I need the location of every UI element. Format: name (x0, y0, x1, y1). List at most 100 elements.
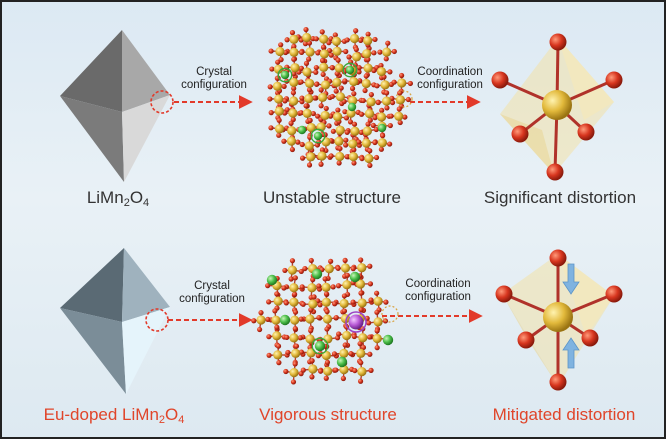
manganese-atom (286, 136, 297, 146)
oxygen-atom (268, 125, 274, 131)
oxygen-atom (300, 301, 306, 307)
manganese-atom (323, 366, 333, 376)
oxygen-atom (298, 110, 304, 116)
oxygen-atom (315, 50, 321, 56)
manganese-atom (349, 33, 360, 44)
oxygen-atom (314, 81, 320, 87)
manganese-atom (366, 97, 376, 107)
lithium-atom (382, 334, 394, 346)
manganese-atom (333, 112, 343, 122)
oxygen-atom (368, 91, 374, 98)
oxygen-atom (341, 308, 348, 314)
material-caption: LiMn2O4 (86, 188, 150, 209)
manganese-atom (289, 333, 299, 343)
oxygen-atom (306, 87, 313, 93)
manganese-atom (273, 64, 284, 74)
oxygen-atom (399, 72, 405, 79)
oxygen-atom (289, 30, 296, 36)
oxygen-atom (368, 297, 374, 303)
manganese-atom (543, 302, 573, 332)
manganese-atom (340, 263, 351, 273)
manganese-atom (289, 47, 299, 58)
oxygen-atom (365, 121, 371, 127)
oxygen-atom (346, 54, 352, 60)
manganese-atom (376, 112, 387, 122)
manganese-atom (302, 67, 312, 77)
oxygen-atom (335, 57, 341, 63)
oxygen-atom (336, 160, 342, 166)
oxygen-atom (341, 293, 348, 299)
oxygen-atom (389, 99, 396, 106)
manganese-atom (290, 63, 300, 73)
oxygen-atom (353, 46, 359, 52)
manganese-atom (287, 126, 297, 136)
oxygen-atom (290, 379, 297, 385)
structure-caption: Unstable structure (263, 188, 401, 207)
oxygen-atom (333, 88, 339, 94)
manganese-atom (317, 151, 327, 161)
oxygen-atom (313, 69, 319, 75)
oxygen-atom (283, 300, 289, 306)
oxygen-atom (330, 128, 336, 134)
oxygen-atom (333, 315, 339, 321)
oxygen-atom (308, 257, 314, 264)
oxygen-atom (491, 71, 509, 89)
oxygen-atom (276, 132, 282, 138)
manganese-atom (373, 296, 383, 306)
lithium-atom (313, 131, 323, 141)
manganese-atom (352, 52, 362, 62)
highlight-circle (150, 90, 174, 114)
oxygen-atom (329, 93, 335, 100)
manganese-atom (355, 279, 366, 289)
octahedron-plain (60, 30, 174, 182)
manganese-atom (305, 47, 315, 57)
manganese-atom (362, 126, 372, 136)
oxygen-atom (378, 62, 384, 69)
oxygen-atom (315, 353, 321, 359)
oxygen-atom (258, 310, 264, 316)
oxygen-atom (387, 122, 393, 129)
manganese-atom (287, 265, 297, 275)
oxygen-atom (299, 141, 305, 148)
oxygen-atom (356, 69, 362, 75)
oxygen-atom (344, 129, 350, 135)
oxygen-atom (374, 309, 380, 315)
oxygen-atom (348, 351, 354, 357)
oxygen-atom (358, 129, 364, 136)
oxygen-atom (367, 281, 374, 287)
oxygen-atom (353, 28, 359, 34)
crystal-config-label: Crystal configuration (181, 66, 247, 91)
oxygen-atom (356, 139, 362, 145)
oxygen-atom (343, 115, 350, 121)
oxygen-atom (298, 49, 305, 56)
oxygen-atom (313, 36, 319, 42)
manganese-atom (289, 77, 299, 88)
lithium-atom (336, 356, 348, 368)
oxygen-atom (342, 257, 348, 263)
structure-caption: Vigorous structure (259, 405, 397, 424)
oxygen-atom (276, 117, 282, 123)
oxygen-atom (358, 257, 364, 263)
oxygen-atom (397, 119, 403, 126)
manganese-atom (319, 34, 329, 44)
oxygen-atom (374, 328, 380, 334)
manganese-atom (289, 297, 299, 307)
oxygen-atom (269, 66, 275, 72)
lithium-atom (349, 271, 361, 283)
oxygen-atom (405, 96, 411, 103)
oxygen-atom (281, 285, 287, 291)
manganese-atom (394, 111, 404, 121)
oxygen-atom (342, 109, 348, 115)
oxygen-atom (549, 373, 567, 391)
oxygen-atom (367, 263, 373, 269)
lithium-atom (347, 102, 357, 112)
manganese-atom (339, 348, 349, 359)
oxygen-atom (274, 324, 280, 330)
oxygen-atom (605, 71, 623, 89)
oxygen-atom (299, 95, 305, 101)
oxygen-atom (385, 40, 391, 46)
oxygen-atom (358, 111, 365, 117)
oxygen-atom (347, 119, 354, 125)
oxygen-atom (289, 258, 296, 264)
